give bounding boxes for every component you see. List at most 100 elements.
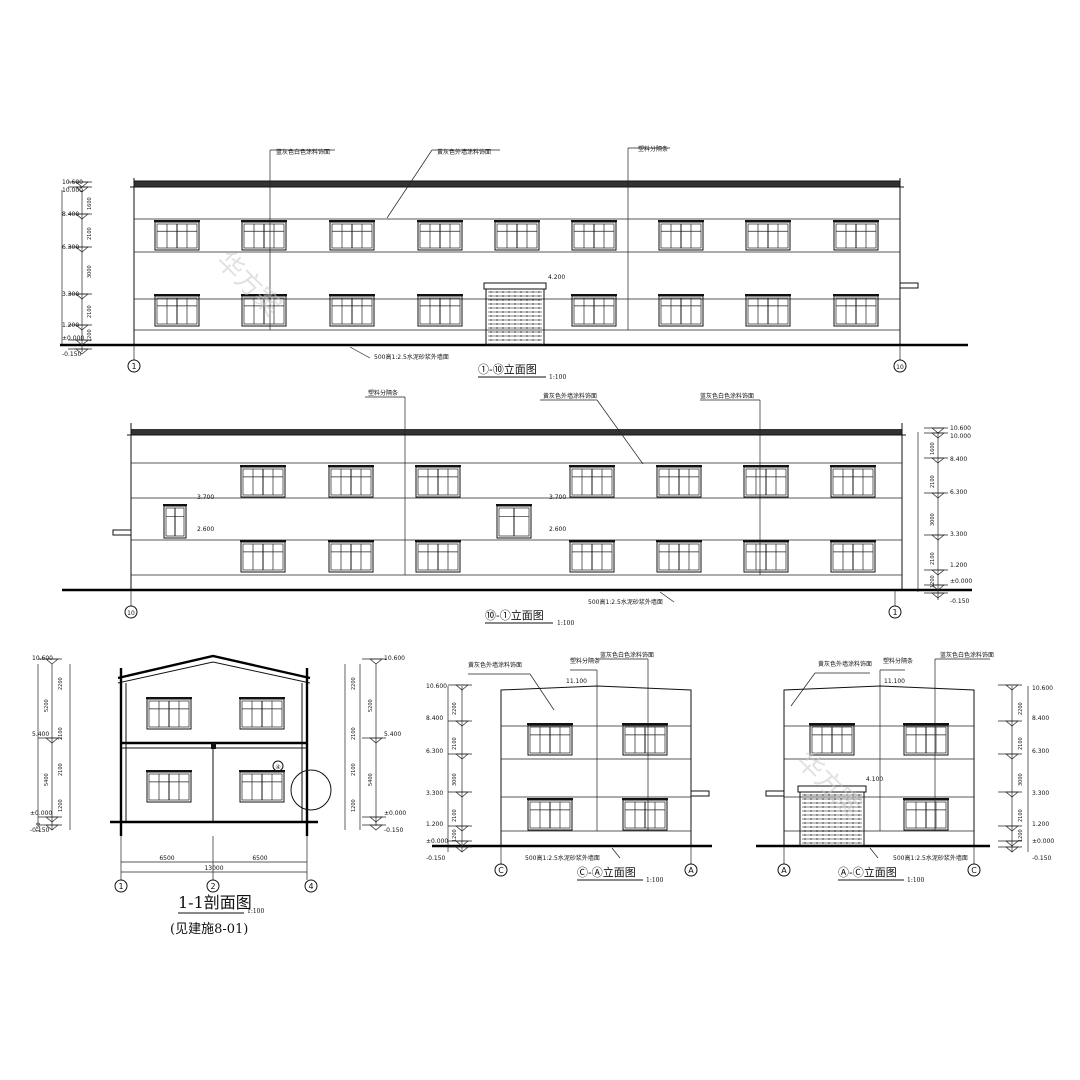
svg-text:1:100: 1:100 [646, 877, 663, 884]
front-lower-window-row [154, 294, 879, 327]
svg-text:±0.000: ±0.000 [30, 810, 52, 817]
svg-text:-0.150: -0.150 [1032, 855, 1052, 862]
svg-text:11.100: 11.100 [884, 678, 905, 685]
svg-text:1200: 1200 [351, 799, 357, 812]
svg-text:8.400: 8.400 [1032, 715, 1049, 722]
svg-text:10: 10 [127, 610, 135, 617]
svg-text:5200: 5200 [44, 699, 50, 712]
section-windows [146, 697, 285, 803]
svg-text:1:100: 1:100 [247, 908, 264, 915]
section-title: 1-1剖面图 [178, 893, 252, 912]
window [415, 465, 461, 498]
svg-text:6.300: 6.300 [426, 748, 443, 755]
svg-text:3.300: 3.300 [1032, 790, 1049, 797]
window [417, 294, 463, 327]
svg-text:2100: 2100 [930, 552, 936, 565]
svg-text:塑料分隔条: 塑料分隔条 [883, 657, 913, 665]
svg-text:1.200: 1.200 [62, 322, 79, 329]
detail-callout-circle [290, 769, 332, 811]
window [903, 723, 949, 756]
svg-text:±0.000: ±0.000 [426, 838, 448, 845]
watermark: 华方案 [790, 746, 866, 822]
svg-text:-0.150: -0.150 [384, 827, 404, 834]
svg-text:3.300: 3.300 [62, 291, 79, 298]
window [329, 294, 375, 327]
svg-text:1200: 1200 [1018, 829, 1024, 842]
window [496, 504, 532, 539]
svg-text:5400: 5400 [44, 773, 50, 786]
svg-text:3.300: 3.300 [426, 790, 443, 797]
side-elevation-c-a: 黄灰色外墙涂料饰面 塑料分隔条 蓝灰色白色涂料饰面 11.100 10.600 … [426, 651, 712, 884]
window [415, 540, 461, 573]
front-title: ①-⑩立面图 [478, 362, 537, 376]
svg-text:2100: 2100 [1018, 809, 1024, 822]
grid-bubble-1: 1 [131, 362, 136, 371]
svg-text:10.600: 10.600 [62, 179, 83, 186]
window [329, 220, 375, 251]
door-level-tag: 4.200 [548, 274, 565, 281]
svg-text:1: 1 [892, 608, 897, 617]
window [241, 294, 287, 327]
svg-text:2100: 2100 [452, 737, 458, 750]
window [656, 465, 702, 498]
window [154, 294, 200, 327]
window [569, 465, 615, 498]
a-c-title: Ⓐ-Ⓒ立面图 [838, 865, 897, 879]
parapet-band [134, 181, 900, 187]
svg-text:10.600: 10.600 [950, 425, 971, 432]
svg-text:6.300: 6.300 [950, 489, 967, 496]
svg-text:1.200: 1.200 [1032, 821, 1049, 828]
a-c-windows [809, 723, 949, 831]
window [494, 220, 540, 251]
svg-text:-0.150: -0.150 [426, 855, 446, 862]
front-elevation: 4.200 蓝灰色白色涂料饰面 黄灰色外墙涂料饰面 塑料分隔条 10.600 1… [60, 145, 968, 381]
window [527, 798, 573, 831]
svg-text:蓝灰色白色涂料饰面: 蓝灰色白色涂料饰面 [940, 651, 994, 659]
svg-text:2100: 2100 [87, 305, 93, 318]
svg-text:-0.150: -0.150 [30, 827, 50, 834]
window [745, 220, 791, 251]
svg-text:1.200: 1.200 [426, 821, 443, 828]
front-entrance-door [483, 282, 547, 346]
rear-title: ⑩-①立面图 [485, 608, 544, 622]
svg-text:4: 4 [308, 882, 313, 891]
svg-text:500高1:2.5水泥砂浆外墙面: 500高1:2.5水泥砂浆外墙面 [893, 854, 968, 862]
window [622, 723, 668, 756]
svg-text:2100: 2100 [58, 763, 64, 776]
svg-text:±0.000: ±0.000 [384, 810, 406, 817]
window [830, 540, 876, 573]
svg-text:A: A [688, 866, 694, 875]
svg-text:黄灰色外墙涂料饰面: 黄灰色外墙涂料饰面 [543, 392, 597, 400]
svg-text:蓝灰色白色涂料饰面: 蓝灰色白色涂料饰面 [600, 651, 654, 659]
front-scale: 1:100 [549, 374, 566, 381]
svg-text:5200: 5200 [368, 699, 374, 712]
svg-text:蓝灰色白色涂料饰面: 蓝灰色白色涂料饰面 [700, 392, 754, 400]
svg-text:塑料分隔条: 塑料分隔条 [570, 657, 600, 665]
svg-text:10.600: 10.600 [384, 655, 405, 662]
window [146, 770, 192, 803]
svg-text:2200: 2200 [1018, 702, 1024, 715]
window [743, 465, 789, 498]
window [571, 294, 617, 327]
svg-text:±0.000: ±0.000 [1032, 838, 1054, 845]
window [163, 504, 187, 539]
svg-text:10.000: 10.000 [62, 187, 83, 194]
window [833, 294, 879, 327]
svg-text:2100: 2100 [87, 227, 93, 240]
window [328, 540, 374, 573]
watermark: 华方案 [210, 246, 286, 322]
window [154, 220, 200, 251]
svg-text:1:100: 1:100 [907, 877, 924, 884]
svg-text:500高1:2.5水泥砂浆外墙面: 500高1:2.5水泥砂浆外墙面 [588, 598, 663, 606]
svg-text:C: C [971, 866, 977, 875]
svg-text:6.300: 6.300 [62, 244, 79, 251]
svg-text:1200: 1200 [930, 575, 936, 588]
window [833, 220, 879, 251]
svg-text:2: 2 [210, 882, 215, 891]
front-level-marks: 10.600 10.000 8.400 6.300 3.300 1.200 ±0… [61, 179, 93, 358]
svg-text:3000: 3000 [452, 773, 458, 786]
svg-text:±0.000: ±0.000 [950, 578, 972, 585]
callout-finish-2: 黄灰色外墙涂料饰面 [437, 148, 491, 156]
svg-text:塑料分隔条: 塑料分隔条 [368, 389, 398, 397]
